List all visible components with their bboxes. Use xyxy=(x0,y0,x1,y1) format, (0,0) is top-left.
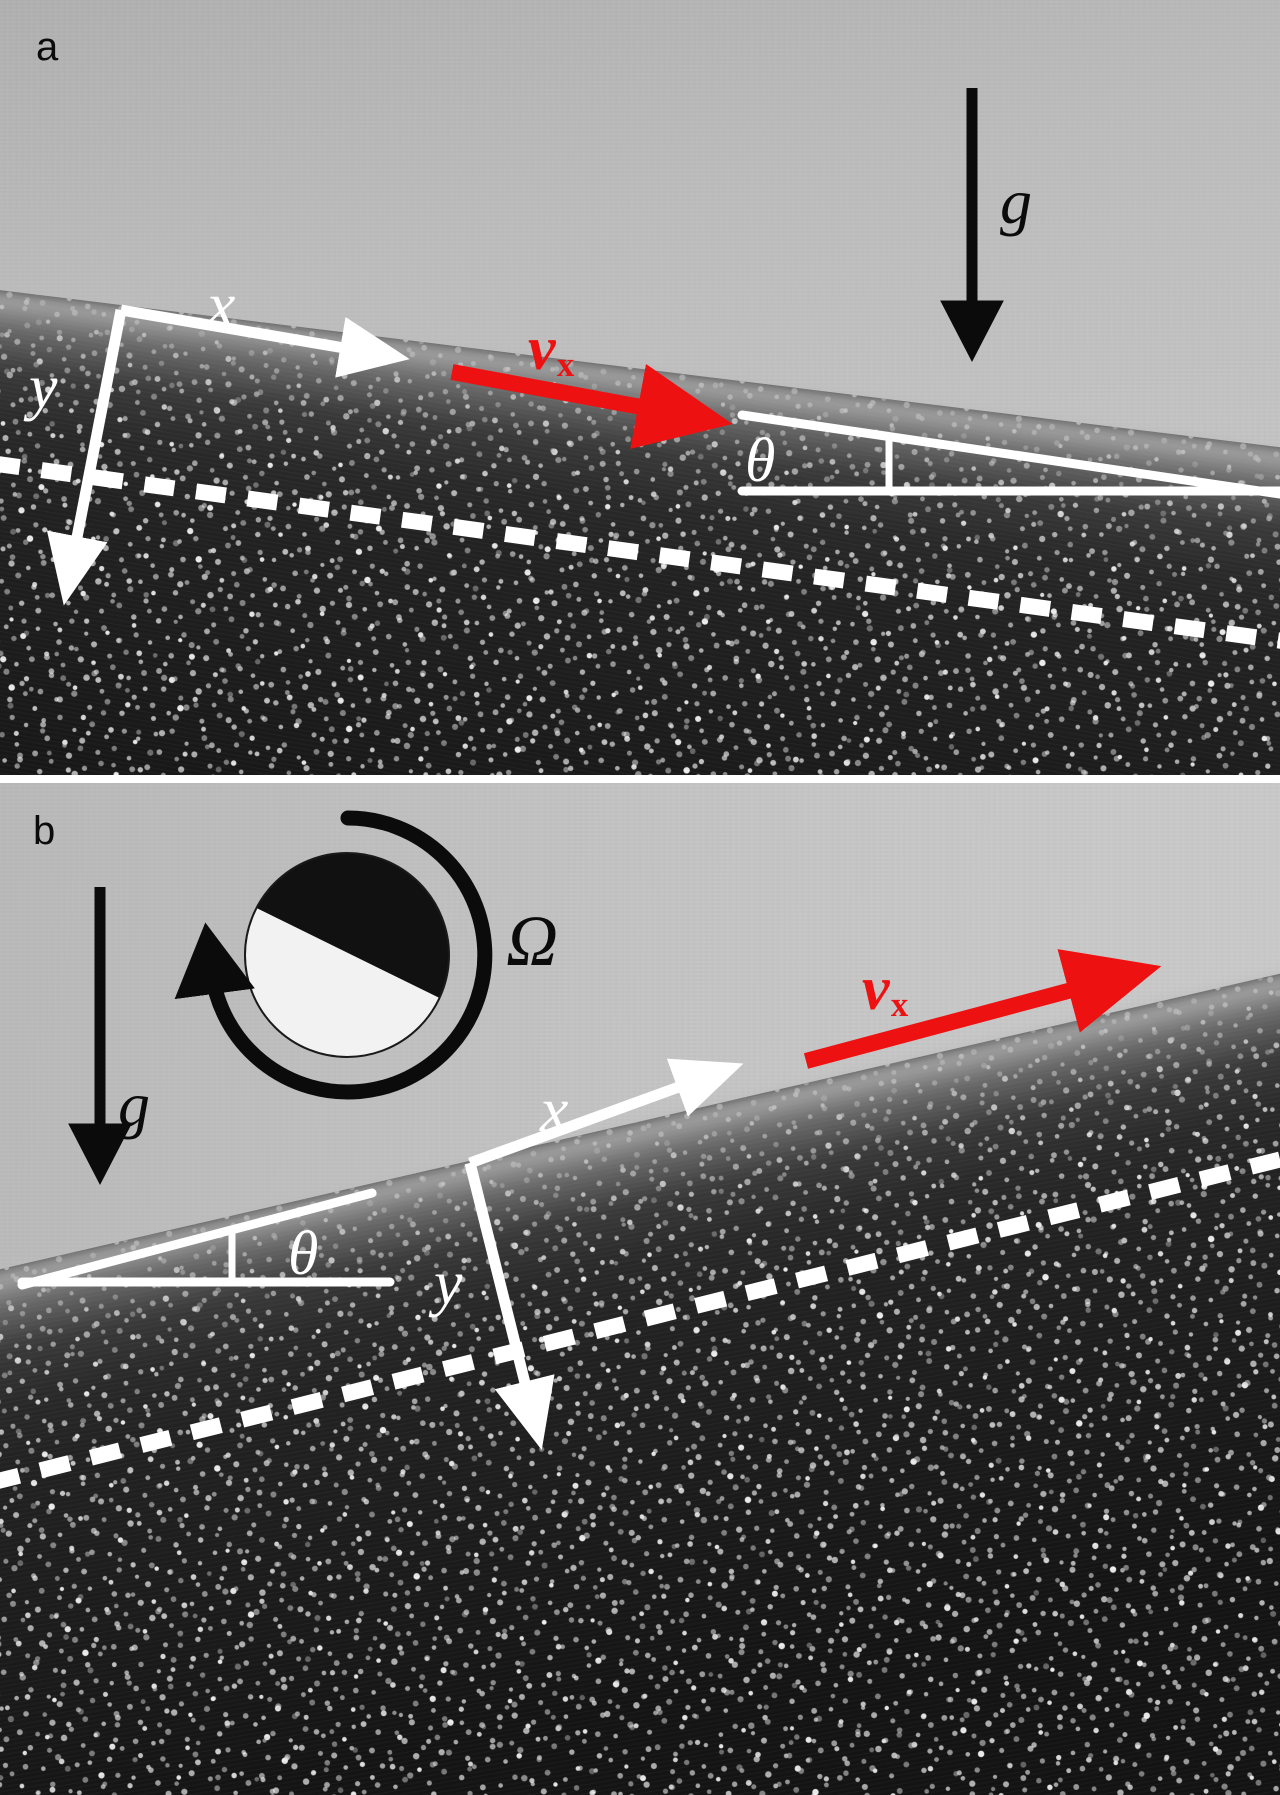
panel-b-rotation-label: Ω xyxy=(506,901,559,981)
panel-b-annotation-overlay xyxy=(0,810,1280,1489)
panel-a-angle-slope-line xyxy=(737,410,1280,499)
panel-b-rotation-arc xyxy=(174,810,493,1100)
panel-b-velocity-symbol: v xyxy=(862,955,890,1023)
panel-b-axis-y-label: y xyxy=(434,1247,463,1318)
panel-b: b g Ω x y vx θ xyxy=(0,783,1280,1795)
panel-a-axis-y-label: y xyxy=(29,351,58,422)
panel-a-velocity-arrow xyxy=(450,363,733,449)
panel-b-letter: b xyxy=(33,809,56,853)
panel-a-velocity-symbol: v xyxy=(528,315,556,383)
panel-b-axis-x-label: x xyxy=(540,1074,569,1145)
panel-b-axis-y xyxy=(464,1161,555,1450)
panel-b-velocity-arrow xyxy=(803,949,1162,1069)
panel-a-letter: a xyxy=(36,25,59,69)
panel-b-axis-x xyxy=(468,1058,744,1169)
panel-a-annotation-overlay xyxy=(0,88,1280,649)
panel-a-angle-label: θ xyxy=(745,427,776,495)
panel-b-angle-label: θ xyxy=(288,1220,319,1288)
panel-b-angle-slope-line xyxy=(17,1188,377,1290)
panel-b-velocity-label: vx xyxy=(862,955,908,1023)
panel-b-dashed-reference-line xyxy=(0,1151,1280,1489)
panel-b-gravity-label: g xyxy=(118,1069,150,1140)
panel-divider xyxy=(0,775,1280,783)
panel-a: a g x y vx θ xyxy=(0,0,1280,775)
panel-a-dashed-reference-line xyxy=(0,456,1280,649)
panel-b-velocity-subscript: x xyxy=(890,984,909,1024)
panel-a-axis-x-label: x xyxy=(207,269,236,340)
panel-b-rotating-disk xyxy=(244,852,450,1058)
panel-a-velocity-label: vx xyxy=(528,315,574,383)
panel-a-gravity-label: g xyxy=(1000,166,1032,237)
panel-a-velocity-subscript: x xyxy=(556,344,575,384)
panel-a-axis-y xyxy=(46,308,127,606)
panel-a-axis-x xyxy=(120,304,410,378)
